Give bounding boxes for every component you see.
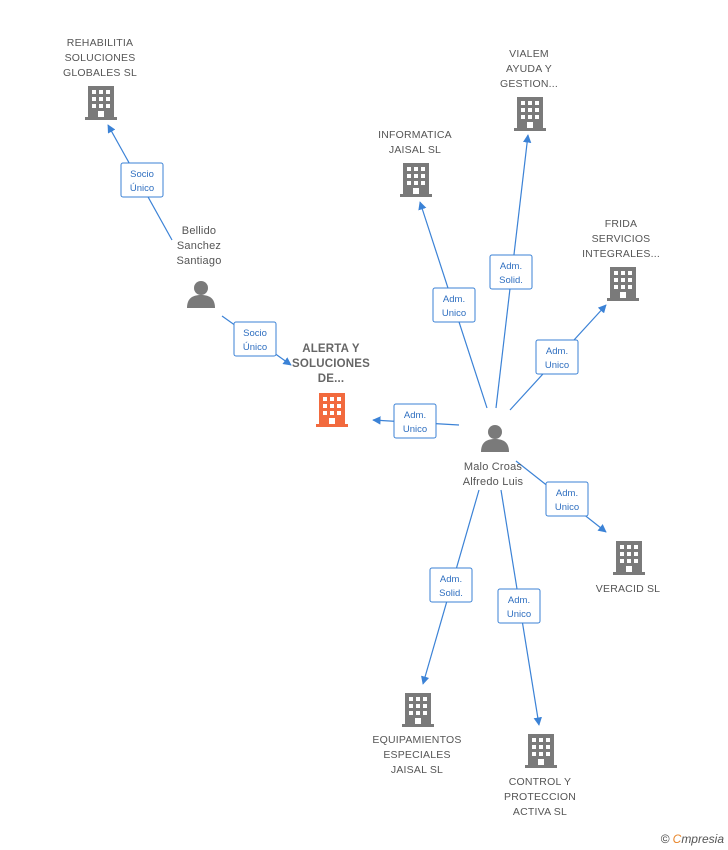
relation-label-text: Adm. xyxy=(508,595,530,606)
relation-label-text: Adm. xyxy=(443,294,465,305)
building-icon xyxy=(402,693,434,727)
node-label: Alfredo Luis xyxy=(463,476,524,488)
node-alerta[interactable]: ALERTA Y SOLUCIONES DE... xyxy=(292,343,370,427)
node-label: Sanchez xyxy=(177,240,221,252)
node-label: ALERTA Y xyxy=(302,343,360,355)
relation-label-text: Solid. xyxy=(499,275,523,286)
relation-label-box xyxy=(429,567,473,603)
edge-malo-to-frida: Adm. Unico xyxy=(509,304,607,411)
node-label: Bellido xyxy=(182,225,216,237)
node-label: Santiago xyxy=(176,255,221,267)
node-label: DE... xyxy=(318,373,345,385)
relation-label-box xyxy=(120,162,164,198)
relation-label-box xyxy=(545,481,589,517)
node-control[interactable]: CONTROL Y PROTECCION ACTIVA SL xyxy=(504,734,576,818)
edges-layer: SocioÚnicoSocioÚnicoAdm.UnicoAdm.UnicoAd… xyxy=(107,124,607,726)
node-rehab[interactable]: REHABILITIA SOLUCIONES GLOBALES SL xyxy=(63,37,137,120)
building-icon xyxy=(613,541,645,575)
building-icon xyxy=(607,267,639,301)
node-label: VERACID SL xyxy=(596,583,660,595)
relation-label-text: Adm. xyxy=(546,346,568,357)
node-label: ESPECIALES xyxy=(383,749,450,761)
node-label: INFORMATICA xyxy=(378,129,452,141)
relation-label-text: Unico xyxy=(555,502,579,513)
node-frida[interactable]: FRIDA SERVICIOS INTEGRALES... xyxy=(582,218,660,301)
relation-label-text: Socio xyxy=(130,169,154,180)
building-icon xyxy=(525,734,557,768)
relation-label-text: Adm. xyxy=(404,410,426,421)
node-label: JAISAL SL xyxy=(389,144,441,156)
edge-malo-to-informatica: Adm. Unico xyxy=(418,201,488,409)
node-label: ACTIVA SL xyxy=(513,806,567,818)
relation-label-box xyxy=(535,339,579,375)
relation-label-text: Adm. xyxy=(556,488,578,499)
relation-label-text: Adm. xyxy=(500,261,522,272)
person-icon xyxy=(187,281,215,308)
edge-malo-to-alerta: Adm. Unico xyxy=(372,403,460,439)
node-label: Malo Croas xyxy=(464,461,523,473)
brand-initial: C xyxy=(672,832,682,846)
node-label: CONTROL Y xyxy=(509,776,571,788)
relation-label[interactable]: Adm. Unico xyxy=(535,339,579,375)
node-veracid[interactable]: VERACID SL xyxy=(596,541,660,595)
building-icon xyxy=(514,97,546,131)
brand-name: mpresia xyxy=(681,832,724,846)
relation-label-box xyxy=(497,588,541,624)
relation-label-box xyxy=(489,254,533,290)
building-icon xyxy=(85,86,117,120)
node-label: AYUDA Y xyxy=(506,63,552,75)
node-label: SOLUCIONES xyxy=(292,358,370,370)
node-label: PROTECCION xyxy=(504,791,576,803)
relation-label-text: Solid. xyxy=(439,588,463,599)
node-label: GLOBALES SL xyxy=(63,67,137,79)
relation-label-text: Unico xyxy=(403,424,427,435)
node-label: SOLUCIONES xyxy=(65,52,136,64)
node-informatica[interactable]: INFORMATICA JAISAL SL xyxy=(378,129,452,197)
edge-malo-to-veracid: Adm. Unico xyxy=(515,460,607,533)
relation-label[interactable]: Adm. Solid. xyxy=(429,567,473,603)
copyright-symbol: © xyxy=(660,832,670,846)
node-label: EQUIPAMIENTOS xyxy=(372,734,461,746)
relation-label-text: Unico xyxy=(442,308,466,319)
node-label: REHABILITIA xyxy=(67,37,133,49)
relation-label-text: Único xyxy=(243,342,267,353)
node-label: VIALEM xyxy=(509,48,549,60)
person-icon xyxy=(481,425,509,452)
relation-label-box xyxy=(432,287,476,323)
relation-label-text: Único xyxy=(130,183,154,194)
relation-label-box xyxy=(393,403,437,439)
relation-label-text: Unico xyxy=(507,609,531,620)
building-icon xyxy=(400,163,432,197)
node-equip[interactable]: EQUIPAMIENTOS ESPECIALES JAISAL SL xyxy=(372,693,461,776)
relation-label[interactable]: Adm. Unico xyxy=(545,481,589,517)
node-label: INTEGRALES... xyxy=(582,248,660,260)
relation-label[interactable]: Adm. Unico xyxy=(432,287,476,323)
relation-label-text: Adm. xyxy=(440,574,462,585)
edge-malo-to-control: Adm. Unico xyxy=(497,489,542,726)
relation-label-text: Unico xyxy=(545,360,569,371)
node-label: GESTION... xyxy=(500,78,558,90)
node-vialem[interactable]: VIALEM AYUDA Y GESTION... xyxy=(500,48,558,131)
nodes-layer: REHABILITIA SOLUCIONES GLOBALES SL VIALEM AY… xyxy=(63,37,660,818)
relation-label-box xyxy=(233,321,277,357)
edge-malo-to-vialem: Adm. Solid. xyxy=(489,134,533,409)
node-label: JAISAL SL xyxy=(391,764,443,776)
node-label: FRIDA xyxy=(605,218,638,230)
building-icon xyxy=(316,393,348,427)
relation-label[interactable]: Adm. Unico xyxy=(497,588,541,624)
relation-label[interactable]: Adm. Solid. xyxy=(489,254,533,290)
node-label: SERVICIOS xyxy=(592,233,651,245)
relation-label[interactable]: Adm. Unico xyxy=(393,403,437,439)
edge-malo-to-equip: Adm. Solid. xyxy=(421,489,480,685)
relation-label-text: Socio xyxy=(243,328,267,339)
footer-brand: ©Cmpresia xyxy=(661,832,724,846)
